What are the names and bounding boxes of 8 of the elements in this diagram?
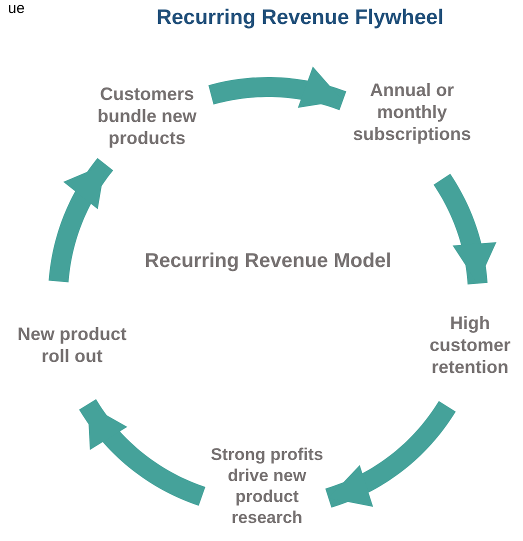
step-text: New product roll out <box>7 323 137 367</box>
center-label: Recurring Revenue Model <box>144 250 392 273</box>
text-fragment: ue <box>8 0 25 17</box>
step-text: Strong profits drive new product research <box>207 444 327 528</box>
step-text: High customer retention <box>420 312 520 378</box>
step-text: Annual or monthly subscriptions <box>337 79 487 145</box>
step-text: Customers bundle new products <box>77 83 217 149</box>
diagram-title: Recurring Revenue Flywheel <box>156 6 444 30</box>
